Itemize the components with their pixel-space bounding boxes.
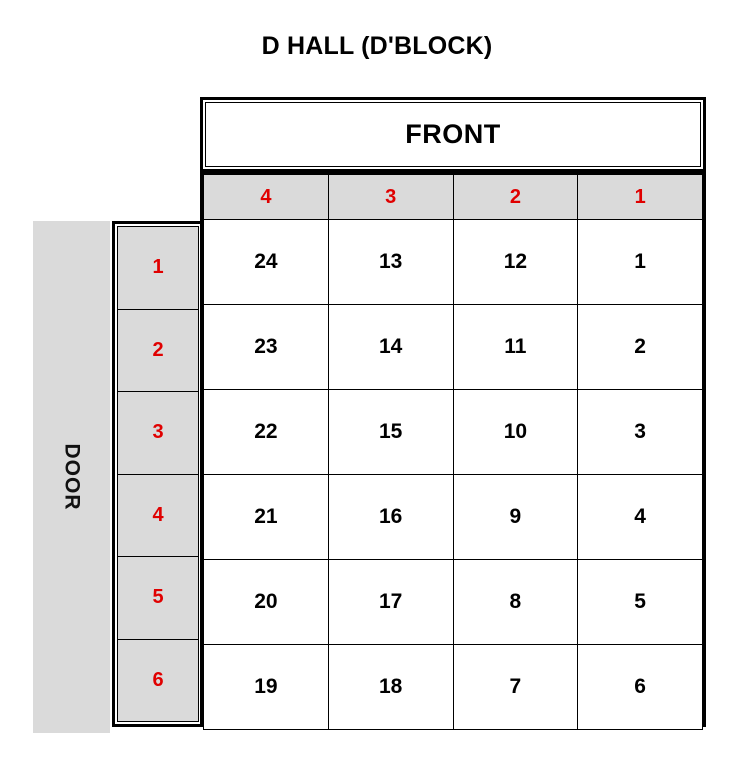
seat-cell: 11 [452,304,579,390]
row-header-inner: 1 2 3 4 5 6 [117,226,199,722]
row-header-5: 5 [118,557,198,640]
page-title: D HALL (D'BLOCK) [261,32,493,60]
front-banner: FRONT [200,97,706,172]
seat-cell: 13 [327,219,454,305]
seat-cell: 10 [452,389,579,475]
column-header-row: 4 3 2 1 [203,174,703,220]
seating-table-body: 24 13 12 1 23 14 11 2 22 15 10 3 21 16 9 [203,219,703,730]
table-row: 20 17 8 5 [203,559,703,645]
row-header-1: 1 [118,227,198,310]
seat-cell: 17 [327,559,454,645]
seat-cell: 4 [577,474,703,560]
seat-cell: 15 [327,389,454,475]
seat-cell: 6 [577,644,703,730]
row-header-6: 6 [118,639,198,721]
seat-cell: 7 [452,644,579,730]
seat-cell: 22 [203,389,329,475]
table-row: 22 15 10 3 [203,389,703,475]
seat-cell: 3 [577,389,703,475]
row-header-3: 3 [118,392,198,475]
seat-cell: 12 [452,219,579,305]
table-row: 24 13 12 1 [203,219,703,305]
seating-table-head: 4 3 2 1 [203,174,703,220]
seat-cell: 14 [327,304,454,390]
seating-grid: 4 3 2 1 24 13 12 1 23 14 11 2 22 15 [200,172,706,730]
column-header-3: 3 [327,174,454,220]
seat-cell: 24 [203,219,329,305]
seat-cell: 18 [327,644,454,730]
table-row: 23 14 11 2 [203,304,703,390]
seat-cell: 8 [452,559,579,645]
seat-cell: 21 [203,474,329,560]
row-header-4: 4 [118,474,198,557]
door-label-wrapper: DOOR [33,221,110,733]
row-header-column: 1 2 3 4 5 6 [112,221,204,727]
front-label: FRONT [205,102,701,167]
seat-cell: 19 [203,644,329,730]
seat-cell: 16 [327,474,454,560]
seat-cell: 9 [452,474,579,560]
table-row: 21 16 9 4 [203,474,703,560]
seat-cell: 1 [577,219,703,305]
seat-cell: 20 [203,559,329,645]
column-header-1: 1 [577,174,703,220]
seat-cell: 5 [577,559,703,645]
seat-cell: 23 [203,304,329,390]
column-header-2: 2 [452,174,579,220]
table-row: 19 18 7 6 [203,644,703,730]
seat-cell: 2 [577,304,703,390]
door-marker: DOOR [33,221,110,733]
door-label: DOOR [60,443,84,511]
seating-table: 4 3 2 1 24 13 12 1 23 14 11 2 22 15 [203,174,703,730]
row-header-2: 2 [118,309,198,392]
column-header-4: 4 [203,174,329,220]
